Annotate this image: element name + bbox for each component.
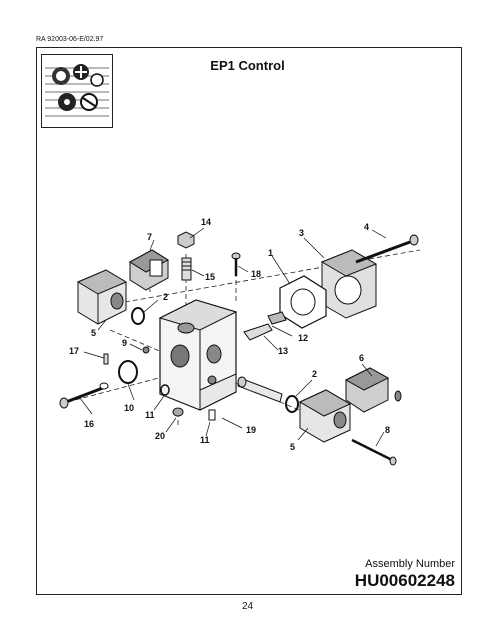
callout-20: 20 — [155, 431, 165, 441]
o-ring-left — [131, 307, 145, 325]
page-frame — [36, 47, 462, 595]
callout-4: 4 — [364, 222, 369, 232]
solenoid-right — [298, 389, 352, 443]
spool — [237, 376, 283, 403]
o-ring-right — [285, 395, 299, 413]
seal-ring — [160, 384, 170, 396]
callout-6: 6 — [359, 353, 364, 363]
callout-14: 14 — [201, 217, 211, 227]
callout-18: 18 — [251, 269, 261, 279]
document-reference: RA 92003-06-E/02.97 — [36, 36, 104, 43]
callout-5-left: 5 — [91, 328, 96, 338]
callout-1: 1 — [268, 248, 273, 258]
plug-left — [129, 249, 169, 291]
callout-3: 3 — [299, 228, 304, 238]
callout-5-right: 5 — [290, 442, 295, 452]
callout-12: 12 — [298, 333, 308, 343]
adapter-plate — [320, 249, 378, 319]
bolt-long-bottom — [59, 382, 109, 409]
callout-15: 15 — [205, 272, 215, 282]
screw-right — [351, 438, 397, 466]
callout-19: 19 — [246, 425, 256, 435]
callout-13: 13 — [278, 346, 288, 356]
callout-16: 16 — [84, 419, 94, 429]
bolt-vertical — [231, 252, 241, 276]
page-number: 24 — [241, 601, 254, 612]
o-ring-large — [118, 360, 138, 384]
page-title: EP1 Control — [210, 58, 285, 73]
plug-small — [142, 346, 150, 354]
hydraulics-logo — [41, 54, 113, 128]
pin — [103, 353, 109, 365]
callout-8: 8 — [385, 425, 390, 435]
callout-7: 7 — [147, 232, 152, 242]
nut — [177, 231, 195, 249]
callout-2-left: 2 — [163, 292, 168, 302]
callout-10: 10 — [124, 403, 134, 413]
callout-17: 17 — [69, 346, 79, 356]
lever-spring — [243, 311, 287, 341]
callout-9: 9 — [122, 338, 127, 348]
solenoid-left — [76, 269, 128, 325]
bolt-long-top — [355, 234, 419, 264]
callout-11-left: 11 — [145, 410, 155, 420]
plug-right — [344, 367, 402, 413]
callout-11-right: 11 — [200, 435, 210, 445]
callout-2-right: 2 — [312, 369, 317, 379]
orifice — [172, 407, 184, 417]
adjust-screw — [181, 257, 192, 281]
assembly-number-label: Assembly Number — [365, 558, 455, 570]
control-housing — [158, 299, 238, 411]
sleeve — [208, 409, 216, 421]
assembly-number: HU00602248 — [354, 571, 455, 590]
